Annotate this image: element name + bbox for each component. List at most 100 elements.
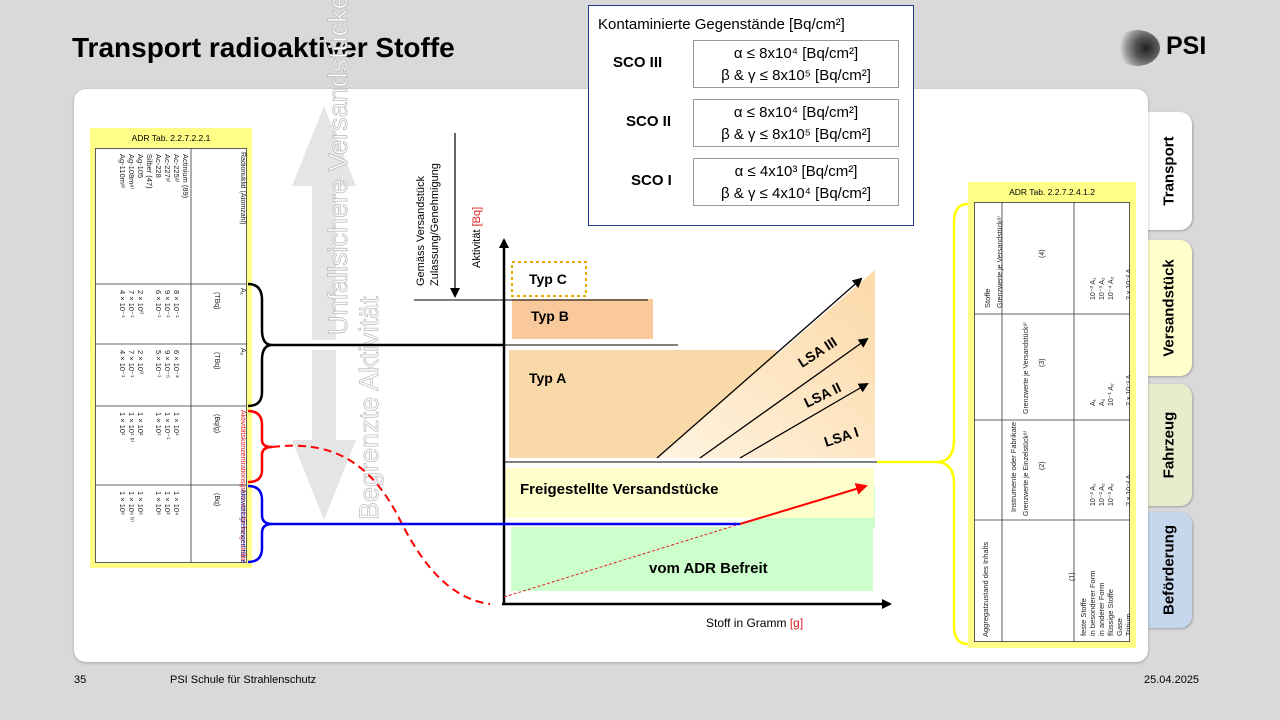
lsa-1-arrow	[739, 382, 869, 459]
adr1-col-unit: (TBq)	[213, 292, 220, 310]
sco-1-label: SCO I	[631, 172, 672, 189]
sco-2-label: SCO II	[626, 113, 672, 130]
y-axis-label-text: Aktivität	[471, 226, 483, 268]
adr2-cell: 10⁻³ A₂	[1108, 483, 1115, 506]
adr1-cell: 9 × 10⁻¹	[163, 290, 172, 318]
tab-fahrzeug[interactable]: Fahrzeug	[1146, 384, 1192, 506]
adr1-cell: 1 × 10⁻¹	[163, 412, 172, 440]
adr1-cell: 9 × 10⁻⁵	[163, 350, 172, 378]
adr-table-radionuclides: ADR Tab. 2.2.7.2.2.1 Radionuklid (Atomza…	[90, 128, 252, 641]
sco-3-beta: β & γ ≤ 8x10⁵ [Bq/cm²]	[721, 67, 871, 84]
adr2-cell: A₂	[1099, 398, 1106, 406]
label-befreit: vom ADR Befreit	[649, 560, 768, 577]
adr-table-1-body: Radionuklid (Atomzahl)A₁(TBq)A₂(TBq)Akti…	[95, 148, 247, 641]
adr1-cell: Ac-227ᵃ⁾	[163, 154, 172, 183]
bracket-red	[247, 409, 273, 484]
zone-befreit	[511, 527, 873, 591]
adr2-col-header: Stoffe	[983, 289, 992, 308]
adr1-cell: Silber (47)	[145, 154, 154, 189]
adr1-cell: 2 × 10⁰	[136, 350, 145, 374]
x-axis-label: Stoff in Gramm [g]	[706, 616, 803, 630]
adr1-cell: 4 × 10⁻¹	[118, 290, 127, 318]
arrow-label-unfallsichere: Unfallsichere Versandstücke	[323, 0, 353, 335]
connector-red-dashed	[271, 444, 491, 605]
adr1-cell: 2 × 10⁰	[136, 290, 145, 314]
adr1-col-header: Radionuklid (Atomzahl)	[239, 152, 246, 224]
adr2-cell: 2 x 10⁻² A₂	[1126, 472, 1130, 506]
sco-2-alpha: α ≤ 8x10⁴ [Bq/cm²]	[733, 104, 859, 121]
adr1-col-unit: (Bq)	[213, 493, 220, 506]
lsa-3-arrow	[656, 277, 863, 459]
lsa-2-arrow	[699, 337, 869, 459]
adr2-cell: 10⁻² A₁	[1090, 483, 1097, 506]
adr2-cell: 2 x 10⁻² A₂	[1126, 266, 1130, 300]
adr1-cell: 8 × 10⁻¹	[172, 290, 181, 318]
adr2-col-header: Aggregatzustand des Inhalts	[981, 542, 990, 637]
zone-freigestellt	[504, 468, 874, 518]
adr2-cell: Tritium	[1124, 613, 1130, 636]
sco-1-values: α ≤ 4x10³ [Bq/cm²] β & γ ≤ 4x10⁴ [Bq/cm²…	[693, 158, 899, 206]
sco-2-beta: β & γ ≤ 8x10⁵ [Bq/cm²]	[721, 126, 871, 143]
sco-box: Kontaminierte Gegenstände [Bq/cm²] SCO I…	[588, 5, 914, 226]
adr1-cell: 1 × 10³	[163, 491, 172, 515]
adr1-cell: 6 × 10⁻³	[172, 350, 181, 378]
y-axis-unit: [Bq]	[471, 207, 483, 227]
adr2-col-header: Grenzwerte je Versandstückᵃ⁾	[1022, 322, 1030, 414]
adr1-col-unit: (TBq)	[213, 352, 220, 370]
adr2-cell: flüssige Stoffe	[1106, 589, 1115, 636]
arrow-label-begrenzte: Begrenzte Aktivität	[354, 296, 384, 520]
footer-school: PSI Schule für Strahlenschutz	[170, 674, 317, 686]
sco-3-label: SCO III	[613, 54, 663, 71]
adr1-cell: 7 × 10⁻¹	[127, 290, 136, 318]
y-note-1: Gemäss Versandstück	[415, 175, 427, 286]
adr1-cell: 1 × 10⁶	[154, 491, 163, 515]
sco-1-alpha: α ≤ 4x10³ [Bq/cm²]	[734, 163, 858, 180]
adr2-col-header: Grenzwerte je Versandstückᵃ⁾	[996, 216, 1004, 308]
bracket-black	[247, 282, 273, 408]
adr1-cell: 1 × 10⁶ ᵇ⁾	[127, 491, 136, 522]
bracket-blue	[247, 484, 273, 564]
adr1-cell: Ac-228	[154, 154, 163, 178]
logo-text: PSI	[1166, 32, 1207, 60]
sco-2-values: α ≤ 8x10⁴ [Bq/cm²] β & γ ≤ 8x10⁵ [Bq/cm²…	[693, 99, 899, 147]
adr2-col-number: (4)	[1039, 249, 1046, 258]
adr1-cell: 1 × 10¹	[118, 412, 127, 436]
footer-date: 25.04.2025	[1144, 674, 1200, 686]
red-dashed-line	[503, 523, 741, 598]
adr1-cell: 1 × 10¹	[154, 412, 163, 436]
x-axis-unit: [g]	[790, 616, 803, 630]
bracket-yellow	[935, 202, 969, 646]
footer-page-number: 35	[74, 674, 87, 686]
adr1-cell: 5 × 10⁻¹	[154, 350, 163, 378]
adr1-cell: Ag-105	[136, 154, 145, 178]
label-typ-b: Typ B	[531, 308, 569, 324]
adr2-cell: Gase	[1115, 618, 1124, 636]
adr2-cell: 10⁻⁴ A₂	[1108, 276, 1115, 300]
adr2-col-header: Instrumente oder Fabrikate	[1009, 422, 1018, 512]
adr1-cell: Ac-225ᵃ⁾	[172, 154, 181, 183]
tab-versandstueck[interactable]: Versandstück	[1146, 240, 1192, 376]
tab-befoerderung[interactable]: Beförderung	[1146, 512, 1192, 628]
zone-typ-b	[512, 299, 653, 339]
adr2-cell: 10⁻¹ A₂	[1108, 383, 1115, 406]
sco-3-alpha: α ≤ 8x10⁴ [Bq/cm²]	[733, 45, 859, 62]
logo-mark-icon	[1114, 30, 1160, 66]
sco-1-beta: β & γ ≤ 4x10⁴ [Bq/cm²]	[720, 185, 871, 202]
adr2-cell: feste Stoffe	[1079, 598, 1088, 636]
adr-table-2-title: ADR Tab. 2.2.7.2.4.1.2	[1009, 187, 1095, 197]
adr1-cell: Ag-110mᵃ⁾	[118, 154, 127, 189]
adr1-col-unit: (Bq/g)	[213, 414, 220, 433]
adr1-cell: Ag-108mᵃ⁾	[127, 154, 136, 189]
y-note-2: Zulassung/Genehmigung	[429, 163, 441, 286]
adr2-cell: 10⁻² A₂	[1099, 483, 1106, 506]
adr2-cell: in besonderer Form	[1088, 571, 1097, 636]
tab-transport[interactable]: Transport	[1146, 112, 1192, 230]
adr2-col-number: (1)	[1069, 572, 1076, 581]
adr1-cell: 1 × 10⁶	[136, 491, 145, 515]
adr2-col-number: (3)	[1039, 358, 1046, 367]
adr1-cell: 4 × 10⁻¹	[118, 350, 127, 378]
adr2-col-number: (2)	[1039, 461, 1046, 470]
adr1-cell: 7 × 10⁻¹	[127, 350, 136, 378]
adr2-cell: 2 x 10⁻¹ A₂	[1126, 372, 1130, 406]
